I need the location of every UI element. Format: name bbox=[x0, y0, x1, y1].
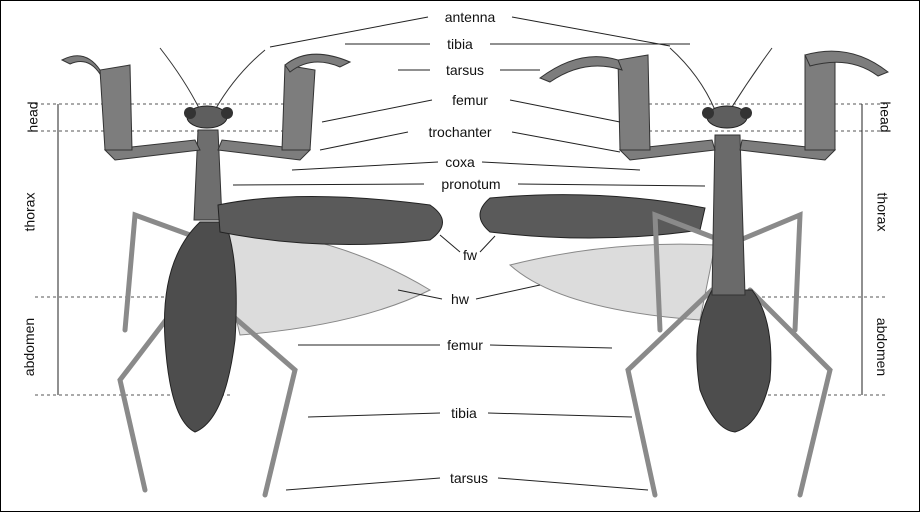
region-abdomen-right: abdomen bbox=[875, 318, 889, 376]
region-head-right: head bbox=[879, 101, 893, 132]
region-thorax-right: thorax bbox=[875, 193, 889, 232]
region-head-left: head bbox=[26, 101, 40, 132]
label-tibia-top: tibia bbox=[445, 37, 475, 51]
label-tarsus-top: tarsus bbox=[444, 63, 486, 77]
label-trochanter: trochanter bbox=[426, 125, 493, 139]
label-hw: hw bbox=[449, 292, 471, 306]
label-coxa: coxa bbox=[443, 155, 477, 169]
mantis-dorsal bbox=[62, 48, 443, 495]
label-antenna: antenna bbox=[443, 10, 498, 24]
label-tarsus-bottom: tarsus bbox=[448, 471, 490, 485]
label-pronotum: pronotum bbox=[439, 177, 502, 191]
mantis-ventral bbox=[480, 48, 888, 495]
region-thorax-left: thorax bbox=[22, 193, 36, 232]
region-abdomen-left: abdomen bbox=[22, 318, 36, 376]
label-femur-top: femur bbox=[450, 93, 490, 107]
label-femur-mid: femur bbox=[445, 338, 485, 352]
label-tibia-mid: tibia bbox=[449, 406, 479, 420]
label-fw: fw bbox=[461, 248, 479, 262]
